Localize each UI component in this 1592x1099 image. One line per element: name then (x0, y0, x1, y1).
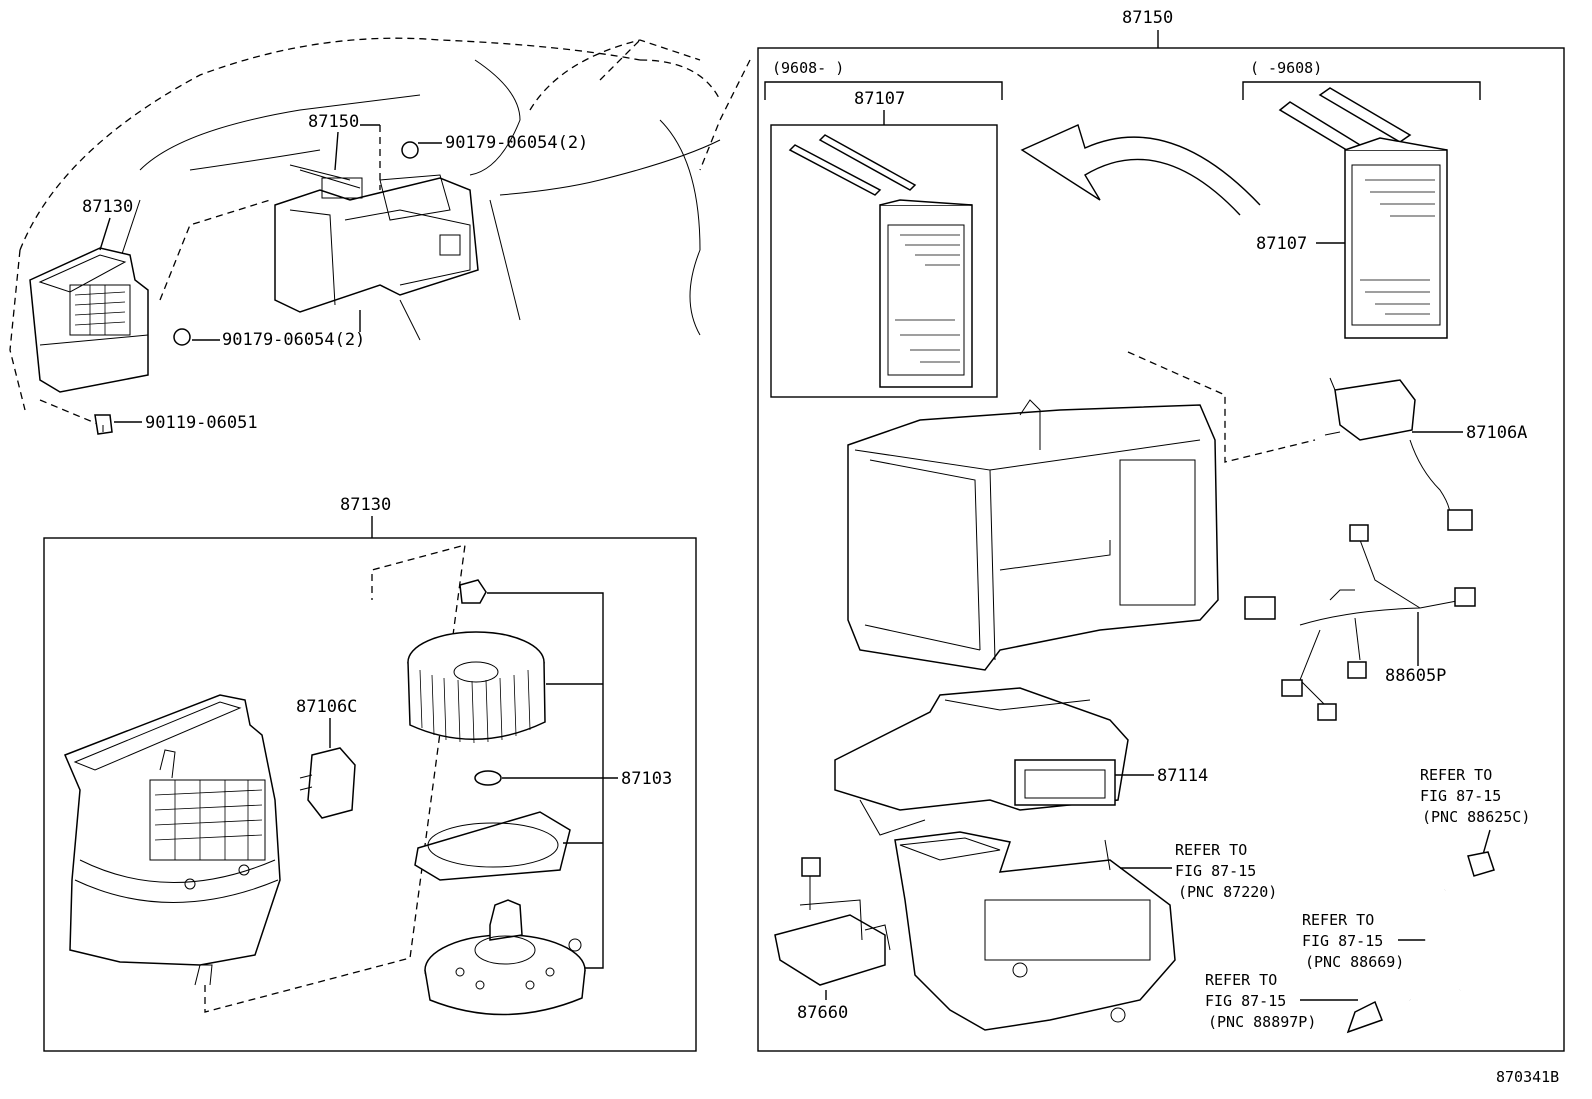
ref-88897p: REFER TO FIG 87-15 (PNC 88897P) (1205, 971, 1358, 1031)
blower-assembly-box (43, 537, 697, 1052)
ref-88897p-line2: FIG 87-15 (1205, 992, 1286, 1010)
date-range-right: ( -9608) (1250, 59, 1322, 77)
ref-88897p-line3: (PNC 88897P) (1208, 1013, 1316, 1031)
ref-88669-line2: FIG 87-15 (1302, 932, 1383, 950)
ref-87220: REFER TO FIG 87-15 (PNC 87220) (1120, 841, 1277, 901)
label-87107-right: 87107 (1256, 234, 1307, 254)
label-87107-left: 87107 (854, 89, 905, 109)
heater-core-left-box (770, 124, 998, 398)
label-87150-left: 87150 (308, 112, 359, 132)
fan-motor-parts (407, 579, 586, 1016)
label-bolt: 90119-06051 (145, 413, 258, 433)
blower-case (64, 694, 281, 986)
heater-core-left (788, 134, 973, 388)
lower-case (894, 831, 1176, 1031)
figure-id: 870341B (1496, 1068, 1559, 1086)
ref-88669: REFER TO FIG 87-15 (PNC 88669) (1302, 911, 1428, 971)
label-87106a: 87106A (1466, 423, 1527, 443)
heater-core-right (1278, 87, 1448, 339)
ref-87220-line3: (PNC 87220) (1178, 883, 1277, 901)
ref-88669-line1: REFER TO (1302, 911, 1374, 929)
ref-88625c-line1: REFER TO (1420, 766, 1492, 784)
ref-88625c-line3: (PNC 88625C) (1422, 808, 1530, 826)
label-nut-b: 90179-06054(2) (222, 330, 365, 350)
nut-icon (459, 579, 487, 604)
bolt-icon (94, 414, 113, 435)
date-range-left: (9608- ) (772, 59, 844, 77)
label-nut-a: 90179-06054(2) (445, 133, 588, 153)
heater-unit-small (274, 164, 479, 313)
ref-88625c-line2: FIG 87-15 (1420, 787, 1501, 805)
hose-and-sensor (1346, 851, 1495, 1034)
heater-assembly-box (757, 47, 1565, 1052)
label-87106c: 87106C (296, 697, 357, 717)
label-87150-top: 87150 (1122, 8, 1173, 28)
wire-harness (1244, 524, 1476, 721)
label-87103: 87103 (621, 769, 672, 789)
label-87130-box: 87130 (340, 495, 391, 515)
relay-part (774, 857, 891, 986)
label-87114: 87114 (1157, 766, 1208, 786)
label-87660: 87660 (797, 1003, 848, 1023)
label-87130-left: 87130 (82, 197, 133, 217)
gasket (414, 811, 571, 881)
ref-87220-line1: REFER TO (1175, 841, 1247, 859)
vehicle-location-view (9, 37, 751, 435)
blower-unit-small (29, 247, 149, 393)
duct-case (834, 687, 1129, 836)
arrow-icon (1020, 124, 1261, 216)
washer (474, 770, 502, 786)
servo-motor (1324, 377, 1473, 531)
ref-88625c: REFER TO FIG 87-15 (PNC 88625C) (1420, 766, 1530, 859)
heater-case (847, 399, 1219, 671)
ref-88669-line3: (PNC 88669) (1305, 953, 1404, 971)
nut-icon (401, 141, 419, 159)
ref-87220-line2: FIG 87-15 (1175, 862, 1256, 880)
ref-88897p-line1: REFER TO (1205, 971, 1277, 989)
resistor-part (299, 747, 356, 819)
label-88605p: 88605P (1385, 666, 1446, 686)
nut-icon (173, 328, 191, 346)
